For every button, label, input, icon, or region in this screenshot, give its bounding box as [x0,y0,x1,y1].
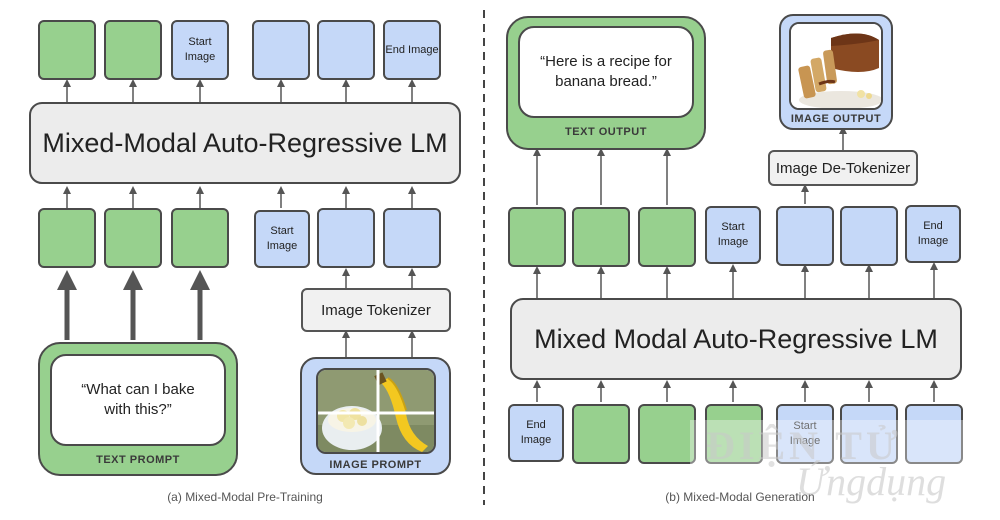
start-image-token: Start Image [705,206,761,264]
image-token [905,404,963,464]
watermark-line2: Ứngdụng [796,459,947,504]
image-token [317,20,375,80]
image-tokenizer-box: Image Tokenizer [301,288,451,332]
text-token [104,208,162,268]
end-image-token: End Image [508,404,564,462]
banana-bread-image [789,22,883,110]
text-token [508,207,566,267]
text-prompt-quote: “What can I bake with this?” [50,354,226,446]
watermark-line1: ĐIỆN TỬ [706,423,902,468]
text-token [638,207,696,267]
text-prompt-panel: “What can I bake with this?” TEXT PROMPT [38,342,238,476]
text-token [38,208,96,268]
image-output-panel: IMAGE OUTPUT [779,14,893,130]
image-output-caption: IMAGE OUTPUT [790,113,882,125]
left-prompt-arrows [57,270,210,340]
left-subtitle: (a) Mixed-Modal Pre-Training [167,490,323,504]
text-output-quote: “Here is a recipe for banana bread.” [518,26,694,118]
end-image-token: End Image [383,20,441,80]
text-prompt-caption: TEXT PROMPT [96,454,180,466]
start-image-token: Start Image [776,404,834,464]
image-prompt-panel: IMAGE PROMPT [300,357,451,475]
right-lm-output-arrows [533,262,938,298]
text-output-panel: “Here is a recipe for banana bread.” TEX… [506,16,706,150]
start-image-token: Start Image [171,20,229,80]
right-lm-input-arrows [533,380,938,402]
text-token [38,20,96,80]
text-output-caption: TEXT OUTPUT [565,126,647,138]
image-token [776,206,834,266]
left-tokenizer-arrows [342,268,416,357]
text-token [572,404,630,464]
text-token [572,207,630,267]
mixed-modal-lm-box: Mixed-Modal Auto-Regressive LM [29,102,461,184]
watermark: ĐIỆN TỬ Ứngdụng [690,420,990,505]
right-subtitle: (b) Mixed-Modal Generation [665,490,815,504]
image-token [383,208,441,268]
image-token [840,404,898,464]
end-image-token: End Image [905,205,961,263]
image-prompt-caption: IMAGE PROMPT [329,459,422,471]
left-output-arrows [63,79,416,102]
banana-yogurt-image [316,368,436,454]
text-token [705,404,763,464]
text-token [638,404,696,464]
text-token [104,20,162,80]
mixed-modal-lm-box: Mixed Modal Auto-Regressive LM [510,298,962,380]
start-image-token: Start Image [254,210,310,268]
right-output-arrows [533,126,847,205]
image-detokenizer-box: Image De-Tokenizer [768,150,918,186]
image-token [317,208,375,268]
text-token [171,208,229,268]
left-input-arrows [63,186,416,208]
image-token [840,206,898,266]
image-token [252,20,310,80]
